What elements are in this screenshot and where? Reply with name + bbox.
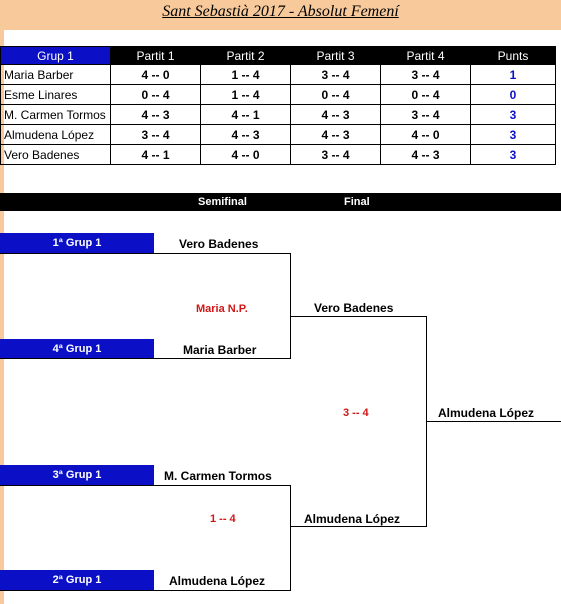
semifinal-2-winner: Almudena López <box>304 512 401 526</box>
points: 3 <box>470 144 556 165</box>
match-score: 4 -- 3 <box>290 124 381 145</box>
match-score: 4 -- 3 <box>200 124 291 145</box>
bracket-line <box>290 253 291 359</box>
rounds-header-bar: Semifinal Final <box>0 193 561 211</box>
match-score: 1 -- 4 <box>200 84 291 105</box>
bracket-line <box>290 485 291 591</box>
header-partit-1: Partit 1 <box>110 46 201 65</box>
seed-3-badge: 3ª Grup 1 <box>0 465 154 485</box>
table-row: Maria Barber 4 -- 0 1 -- 4 3 -- 4 3 -- 4… <box>0 64 556 85</box>
header-group: Grup 1 <box>0 46 111 65</box>
header-partit-4: Partit 4 <box>380 46 471 65</box>
match-score: 0 -- 4 <box>290 84 381 105</box>
match-score: 3 -- 4 <box>290 64 381 85</box>
match-score: 4 -- 1 <box>110 144 201 165</box>
champion-name: Almudena López <box>438 406 535 420</box>
seed-1-player: Vero Badenes <box>179 237 259 251</box>
player-name: Almudena López <box>0 124 111 145</box>
semifinal-label: Semifinal <box>198 196 247 208</box>
match-score: 4 -- 1 <box>200 104 291 125</box>
seed-4-player: Maria Barber <box>183 343 257 357</box>
player-name: Esme Linares <box>0 84 111 105</box>
header-punts: Punts <box>470 46 556 65</box>
final-result: 3 -- 4 <box>343 407 369 419</box>
semifinal-1-result: Maria N.P. <box>196 303 248 315</box>
header-partit-3: Partit 3 <box>290 46 381 65</box>
points: 1 <box>470 64 556 85</box>
bracket-line <box>0 358 291 359</box>
seed-2-badge: 2ª Grup 1 <box>0 570 154 590</box>
seed-3-player: M. Carmen Tormos <box>164 469 272 483</box>
match-score: 4 -- 3 <box>290 104 381 125</box>
bracket-line <box>426 421 561 422</box>
match-score: 3 -- 4 <box>290 144 381 165</box>
points: 3 <box>470 124 556 145</box>
player-name: M. Carmen Tormos <box>0 104 111 125</box>
header-partit-2: Partit 2 <box>200 46 291 65</box>
group-table: Grup 1 Partit 1 Partit 2 Partit 3 Partit… <box>0 46 556 165</box>
table-row: M. Carmen Tormos 4 -- 3 4 -- 1 4 -- 3 3 … <box>0 104 556 125</box>
match-score: 4 -- 3 <box>380 144 471 165</box>
points: 3 <box>470 104 556 125</box>
seed-1-badge: 1ª Grup 1 <box>0 233 154 253</box>
bracket-line <box>0 485 291 486</box>
title-bar: Sant Sebastià 2017 - Absolut Femení <box>0 0 561 30</box>
table-row: Vero Badenes 4 -- 1 4 -- 0 3 -- 4 4 -- 3… <box>0 144 556 165</box>
bracket-line <box>0 253 291 254</box>
match-score: 4 -- 3 <box>110 104 201 125</box>
match-score: 3 -- 4 <box>110 124 201 145</box>
match-score: 3 -- 4 <box>380 104 471 125</box>
semifinal-1-winner: Vero Badenes <box>314 301 394 315</box>
bracket-line <box>290 316 427 317</box>
match-score: 4 -- 0 <box>200 144 291 165</box>
seed-4-badge: 4ª Grup 1 <box>0 339 154 359</box>
match-score: 4 -- 0 <box>380 124 471 145</box>
match-score: 4 -- 0 <box>110 64 201 85</box>
left-accent-strip <box>0 30 4 604</box>
semifinal-2-result: 1 -- 4 <box>210 513 236 525</box>
table-row: Esme Linares 0 -- 4 1 -- 4 0 -- 4 0 -- 4… <box>0 84 556 105</box>
player-name: Vero Badenes <box>0 144 111 165</box>
table-row: Almudena López 3 -- 4 4 -- 3 4 -- 3 4 --… <box>0 124 556 145</box>
final-label: Final <box>344 196 370 208</box>
match-score: 1 -- 4 <box>200 64 291 85</box>
match-score: 0 -- 4 <box>110 84 201 105</box>
player-name: Maria Barber <box>0 64 111 85</box>
match-score: 0 -- 4 <box>380 84 471 105</box>
bracket-line <box>0 590 291 591</box>
points: 0 <box>470 84 556 105</box>
seed-2-player: Almudena López <box>169 574 266 588</box>
page-title: Sant Sebastià 2017 - Absolut Femení <box>162 3 399 20</box>
match-score: 3 -- 4 <box>380 64 471 85</box>
bracket-line <box>290 526 427 527</box>
group-table-header: Grup 1 Partit 1 Partit 2 Partit 3 Partit… <box>0 46 556 65</box>
